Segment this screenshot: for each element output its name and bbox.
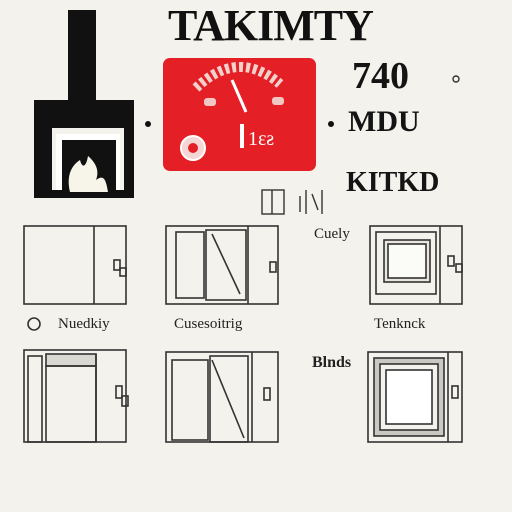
cabinet-icon [165, 225, 279, 305]
label-left: Nuedkiy [58, 316, 110, 332]
tag-right: Cuely [314, 226, 350, 242]
meter-readout: 1ɛƨ [248, 128, 275, 150]
cabinet-icon [165, 351, 279, 443]
gauge-needle [230, 79, 248, 113]
oven-icon [369, 225, 463, 305]
cabinet-icon [23, 225, 127, 305]
row2-label-left: Blnds [312, 354, 352, 371]
panel-brand: KITKD [346, 167, 440, 198]
cabinet-icon [23, 349, 129, 443]
fireplace-icon [34, 10, 134, 198]
oven-icon [367, 351, 463, 443]
label-mid: Cusesoitrig [174, 316, 243, 332]
page-title: TAKIMTY [168, 1, 374, 50]
radio-circle-icon [27, 317, 41, 331]
gauge-panel [163, 58, 316, 171]
connector-dot-left [145, 121, 151, 127]
glyph-marks [261, 189, 323, 215]
panel-number: 740 [352, 55, 409, 97]
connector-dot-top [452, 75, 460, 83]
label-right: Tenknck [374, 316, 426, 332]
connector-dot-right [328, 121, 334, 127]
panel-code: MDU [348, 105, 420, 138]
